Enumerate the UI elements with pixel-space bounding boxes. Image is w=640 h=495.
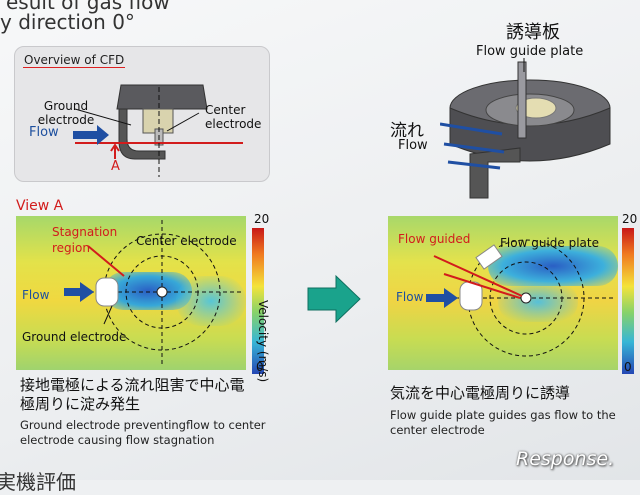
- response-watermark: Response.: [516, 448, 615, 470]
- overview-ground-label: Ground electrode: [37, 99, 95, 127]
- section-arrow: [110, 143, 120, 159]
- flow-label-jp: 流れ: [390, 121, 424, 141]
- right-plate-label: Flow guide plate: [500, 236, 599, 250]
- overview-panel: Overview of CFD Ground electrode Center …: [14, 46, 270, 182]
- flow-guide-plate-shape: [517, 61, 527, 139]
- header-line-2: y direction 0°: [0, 10, 135, 34]
- right-center-electrode: [520, 292, 532, 304]
- left-scale-max: 20: [254, 212, 270, 226]
- left-scale-label: Velocity (m/s): [256, 300, 270, 383]
- overview-title: Overview of CFD: [23, 53, 126, 68]
- right-scale-min: 0: [624, 360, 632, 374]
- ground-leader-2: [103, 305, 113, 325]
- flow-guide-3d-diagram: [440, 58, 611, 199]
- right-color-scale: [622, 228, 634, 374]
- right-flow-arrow: [426, 288, 458, 308]
- left-ground-label: Ground electrode: [22, 330, 127, 344]
- flow-arrow-2: [443, 142, 505, 154]
- flow-arrow-3: [447, 160, 501, 170]
- right-flow-label: Flow: [396, 290, 424, 304]
- ground-electrode-3d: [469, 147, 521, 199]
- right-caption-en: Flow guide plate guides gas flow to the …: [390, 408, 616, 437]
- left-scale-min: 0: [256, 360, 264, 374]
- left-caption-en: Ground electrode preventingflow to cente…: [20, 418, 266, 447]
- plate-label-jp: 誘導板: [506, 22, 560, 43]
- right-heat-overlay: [426, 239, 616, 357]
- ground-electrode: [118, 108, 166, 160]
- left-caption-jp: 接地電極による流れ阻害で中心電極周りに淀み発生: [20, 376, 245, 413]
- right-heat-cyan-center: [498, 282, 578, 322]
- overview-a-label: A: [111, 159, 120, 174]
- right-ground-electrode: [459, 281, 483, 311]
- left-flow-arrow: [64, 282, 94, 302]
- overview-center-label: Center electrode: [205, 103, 262, 131]
- left-flow-label: Flow: [22, 288, 50, 302]
- plate-label-en: Flow guide plate: [476, 44, 584, 59]
- flow-guided-label: Flow guided: [398, 232, 471, 246]
- footer-partial-text: 実機評価: [0, 470, 76, 494]
- view-a-title: View A: [16, 198, 64, 214]
- guided-arrow-1: [433, 255, 523, 297]
- transition-arrow-icon: [307, 274, 361, 324]
- stagnation-label: Stagnation region: [52, 225, 118, 255]
- right-caption-jp: 気流を中心電極周りに誘導: [390, 384, 571, 402]
- flow-label-en: Flow: [398, 138, 428, 153]
- overview-flow-label: Flow: [29, 125, 59, 140]
- left-center-label: Center electrode: [136, 234, 237, 248]
- guided-arrow-2: [443, 273, 521, 299]
- center-leader: [166, 112, 200, 132]
- right-guide-plate: [475, 244, 503, 270]
- ground-leader: [74, 108, 132, 126]
- header-line-1: esult of gas flow: [6, 0, 170, 14]
- left-center-electrode: [156, 286, 168, 298]
- left-color-scale: [252, 228, 264, 374]
- left-velocity-heatmap: [16, 216, 246, 370]
- left-ground-electrode: [95, 277, 119, 307]
- overview-title-text: Overview of CFD: [24, 53, 125, 67]
- stagnation-leader: [87, 245, 125, 277]
- flow-arrow-1: [440, 122, 503, 136]
- right-heat-blue-band: [488, 246, 618, 286]
- spark-plug-diagram: [73, 84, 243, 177]
- right-scale-max: 20: [622, 212, 638, 226]
- flow-arrow: [73, 125, 109, 145]
- left-heat-overlay: [64, 220, 244, 366]
- plug-body: [116, 84, 208, 110]
- right-velocity-heatmap: [388, 216, 618, 370]
